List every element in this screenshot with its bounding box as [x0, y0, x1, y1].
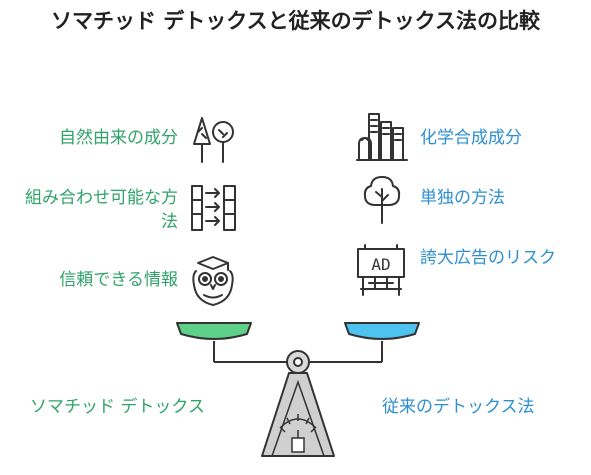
left-item-reliable-information: 信頼できる情報 [59, 270, 178, 290]
left-item-combinable-methods: 組み合わせ可能な方法 [25, 188, 178, 232]
left-item-natural-ingredients: 自然由来の成分 [59, 128, 178, 148]
arrow-blocks-icon [191, 185, 236, 231]
right-item-chemical-ingredients: 化学合成成分 [420, 128, 522, 148]
trees-icon [193, 117, 234, 163]
left-pan [176, 322, 252, 362]
page-title: ソマチッド デトックスと従来のデトックス法の比較 [50, 9, 541, 33]
billboard-icon [357, 244, 405, 296]
single-tree-icon [363, 176, 401, 224]
factory-icon [356, 113, 408, 161]
right-heading: 従来のデトックス法 [382, 397, 535, 417]
scale-base [261, 372, 335, 457]
scale-pivot [286, 350, 310, 374]
billboard-ad-text: AD [371, 255, 391, 274]
right-item-exaggerated-ad-risk: 誇大広告のリスク [420, 248, 556, 268]
right-pan [344, 322, 420, 362]
left-heading: ソマチッド デトックス [30, 397, 205, 417]
owl-icon [192, 256, 234, 306]
right-item-single-method: 単独の方法 [420, 188, 505, 208]
